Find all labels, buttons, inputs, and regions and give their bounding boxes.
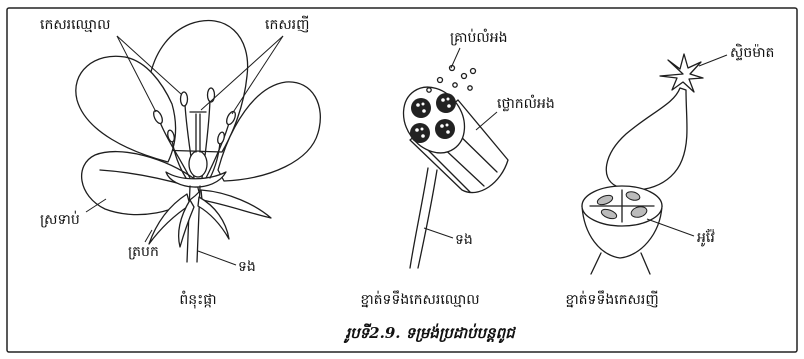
label-ovary: អូវ៉ែ bbox=[697, 229, 715, 247]
flower-drawing bbox=[76, 21, 321, 262]
caption-flower: ពំនុះផ្កា bbox=[179, 290, 216, 309]
label-anther: ថ្លោកលំអង bbox=[497, 94, 555, 112]
pistil-section-drawing bbox=[582, 54, 703, 274]
label-pistil: កេសរញី bbox=[265, 15, 309, 33]
label-stigma: ស្ទិចម៉ាត bbox=[730, 43, 774, 61]
ovary-flask bbox=[606, 88, 687, 190]
label-petal: ត្របក bbox=[128, 244, 159, 260]
label-sepal: ស្រទាប់ bbox=[40, 210, 80, 228]
label-filament: ទង bbox=[455, 232, 473, 248]
figure-caption: រូបទី2.9. ទម្រង់ប្រដាប់បន្តពូជ bbox=[343, 323, 516, 344]
caption-pistil-section: ខ្នាត់ទទឹងកេសរញី bbox=[565, 290, 658, 308]
stamen-section-drawing bbox=[391, 66, 508, 269]
label-pollen-grain: គ្រាប់លំអង bbox=[450, 28, 508, 46]
filament bbox=[410, 168, 437, 268]
label-stamen: កេសរឈ្មោល bbox=[40, 17, 110, 33]
caption-stamen-section: ខ្នាត់ទទឹងកេសរឈ្មោល bbox=[360, 290, 479, 308]
stigma-star bbox=[660, 54, 703, 92]
label-flower-stalk: ទង bbox=[238, 259, 256, 275]
